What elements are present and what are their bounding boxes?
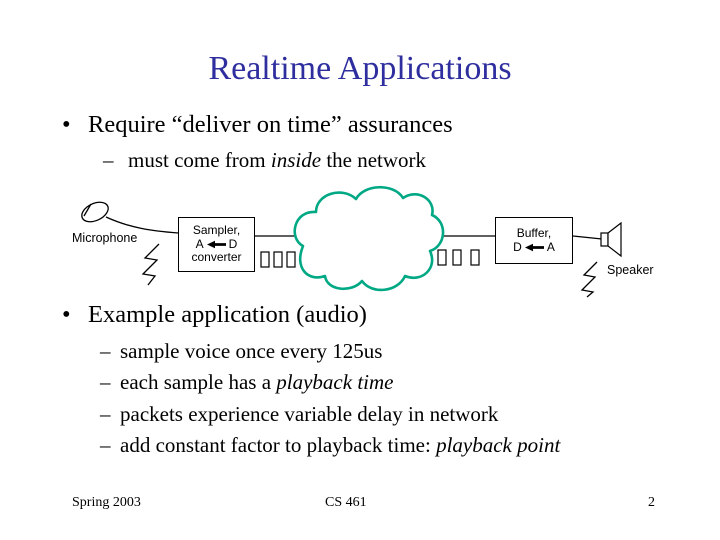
text-segment-italic: playback time <box>276 370 394 395</box>
packets-left <box>260 251 296 268</box>
letter-a: A <box>195 236 204 251</box>
packet-icon <box>452 249 462 266</box>
network-cloud <box>293 186 445 292</box>
subbullet-playback-time: –each sample has a playback time <box>100 367 560 398</box>
bullet-text: Require “deliver on time” assurances <box>88 111 453 138</box>
waveform-icon-left <box>141 243 160 286</box>
bullet-marker: • <box>62 301 71 328</box>
sampler-title: Sampler, <box>192 223 241 238</box>
bullet-text: Example application (audio) <box>88 301 367 328</box>
example-subbullet-list: –sample voice once every 125us –each sam… <box>100 336 560 462</box>
buffer-title: Buffer, <box>516 226 552 240</box>
speaker-icon <box>600 221 622 258</box>
text-segment: the network <box>321 148 427 172</box>
subbullet-playback-point: –add constant factor to playback time: p… <box>100 430 560 461</box>
text-segment: add constant factor to playback time: <box>120 433 437 458</box>
packet-icon <box>437 249 447 266</box>
dash-marker: – <box>103 148 114 172</box>
subbullet-inside-network: –must come from inside the network <box>103 148 426 173</box>
dash-marker: – <box>100 370 111 395</box>
footer-date: Spring 2003 <box>72 495 141 510</box>
footer-page-number: 2 <box>648 495 655 510</box>
packet-icon <box>286 251 296 268</box>
microphone-icon <box>81 201 179 234</box>
subbullet-text: must come from inside the network <box>128 148 426 172</box>
ad-arrow-icon <box>206 240 226 249</box>
text-segment-italic: playback point <box>436 433 561 458</box>
subbullet-variable-delay: –packets experience variable delay in ne… <box>100 399 560 430</box>
text-segment-italic: inside <box>270 148 322 172</box>
sampler-ad-row: A D <box>195 236 238 252</box>
footer-course: CS 461 <box>325 495 367 510</box>
text-segment: sample voice once every 125us <box>120 339 383 363</box>
dash-marker: – <box>100 433 111 458</box>
subbullet-sample-voice: –sample voice once every 125us <box>100 336 560 367</box>
bullet-example-application: • Example application (audio) <box>62 301 367 329</box>
bullet-marker: • <box>62 111 71 138</box>
dash-marker: – <box>100 401 111 426</box>
text-segment: each sample has a <box>120 370 277 395</box>
speaker-label: Speaker <box>607 263 654 277</box>
buffer-box: Buffer, D A <box>495 217 573 264</box>
waveform-icon-right <box>580 261 598 298</box>
packets-right <box>437 249 480 266</box>
dash-marker: – <box>100 339 111 363</box>
buffer-da-row: D A <box>513 239 555 255</box>
letter-a: A <box>546 239 555 254</box>
letter-d: D <box>228 236 238 251</box>
text-segment: packets experience variable delay in net… <box>120 401 499 426</box>
bullet-require-assurances: • Require “deliver on time” assurances <box>62 111 453 139</box>
slide-title: Realtime Applications <box>208 50 512 87</box>
wire-buffer-to-speaker <box>572 235 603 240</box>
packet-icon <box>273 251 283 268</box>
mic-wire-line <box>105 216 179 234</box>
letter-d: D <box>513 239 522 254</box>
packet-icon <box>470 249 480 266</box>
da-arrow-icon <box>524 243 544 251</box>
text-segment: must come from <box>128 148 271 172</box>
packet-icon <box>260 251 270 268</box>
sampler-box: Sampler, A D converter <box>178 217 255 272</box>
sampler-subtitle: converter <box>191 250 242 265</box>
microphone-label: Microphone <box>72 231 138 245</box>
